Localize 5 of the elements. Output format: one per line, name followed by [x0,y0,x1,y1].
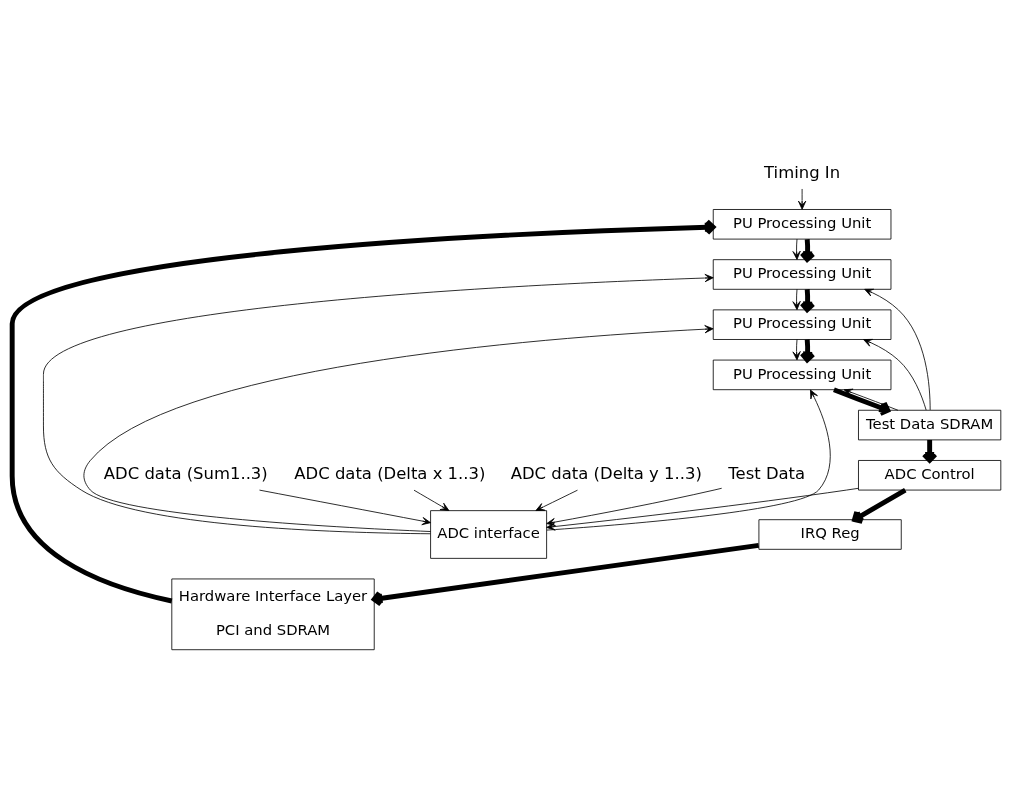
node-text: Test Data [728,463,806,483]
node-text: Timing In [764,162,841,182]
node-text: ADC data (Sum1..3) [103,463,268,483]
node-text: ADC data (Delta x 1..3) [294,463,486,483]
node-text: ADC data (Delta y 1..3) [510,463,702,483]
